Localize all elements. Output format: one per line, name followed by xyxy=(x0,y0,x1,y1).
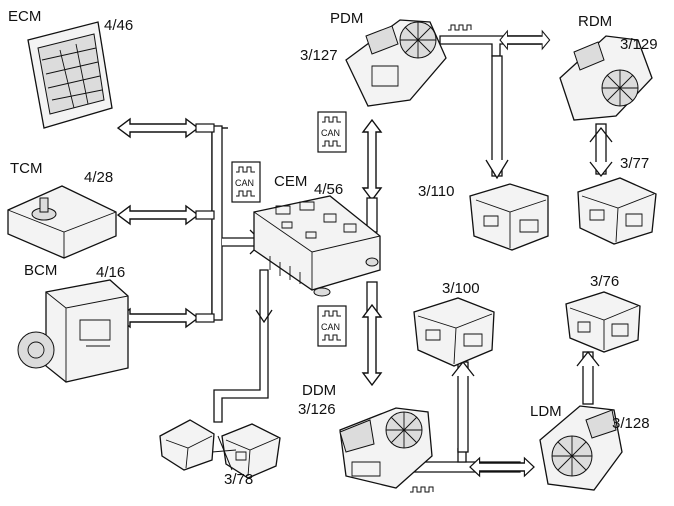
tcm-module xyxy=(7,185,117,259)
lock-3-78 xyxy=(159,419,281,479)
cem-label: CEM xyxy=(274,173,307,190)
bus-cem-ddm xyxy=(362,281,382,386)
bus-cem-to-lock xyxy=(213,269,273,423)
ddm-label: DDM xyxy=(302,382,336,399)
bus-cem-pdm xyxy=(362,119,382,233)
lock-3-110-ref: 3/110 xyxy=(418,183,454,200)
lock-3-110 xyxy=(469,183,549,251)
rdm-motor xyxy=(559,35,653,121)
rdm-label: RDM xyxy=(578,13,612,30)
ldm-ref: 3/128 xyxy=(612,415,650,432)
svg-text:CAN: CAN xyxy=(321,128,340,138)
leader-3-78 xyxy=(217,435,233,471)
bus-pdm-rdm xyxy=(439,24,551,180)
pdm-label: PDM xyxy=(330,10,363,27)
ddm-motor xyxy=(339,407,433,489)
ecm-module xyxy=(27,21,113,129)
bcm-ref: 4/16 xyxy=(96,264,125,281)
pdm-ref: 3/127 xyxy=(300,47,338,64)
ecm-label: ECM xyxy=(8,8,41,25)
lock-3-77 xyxy=(577,177,657,245)
ldm-motor xyxy=(539,405,623,491)
can-symbol-pdm: CAN xyxy=(317,111,347,153)
tcm-label: TCM xyxy=(10,160,43,177)
bus-ldm-lock xyxy=(576,350,600,405)
bus-left xyxy=(117,118,263,328)
svg-text:CAN: CAN xyxy=(235,178,254,188)
bcm-module xyxy=(17,279,129,383)
cem-ref: 4/56 xyxy=(314,181,343,198)
pdm-motor xyxy=(345,19,447,107)
bcm-label: BCM xyxy=(24,262,57,279)
lock-3-77-ref: 3/77 xyxy=(620,155,649,172)
can-symbol-ddm: CAN xyxy=(317,305,347,347)
can-symbol-cem: CAN xyxy=(231,161,261,203)
cem-module xyxy=(253,195,381,297)
ddm-ref: 3/126 xyxy=(298,401,336,418)
lock-3-76 xyxy=(565,291,641,353)
lock-3-100 xyxy=(413,297,495,367)
ecm-ref: 4/46 xyxy=(104,17,133,34)
tcm-ref: 4/28 xyxy=(84,169,113,186)
ldm-label: LDM xyxy=(530,403,562,420)
rdm-ref: 3/129 xyxy=(620,36,658,53)
lock-3-76-ref: 3/76 xyxy=(590,273,619,290)
svg-text:CAN: CAN xyxy=(321,322,340,332)
bus-rdm-lock xyxy=(589,123,613,178)
lock-3-78-ref: 3/78 xyxy=(224,471,253,488)
lock-3-100-ref: 3/100 xyxy=(442,280,480,297)
